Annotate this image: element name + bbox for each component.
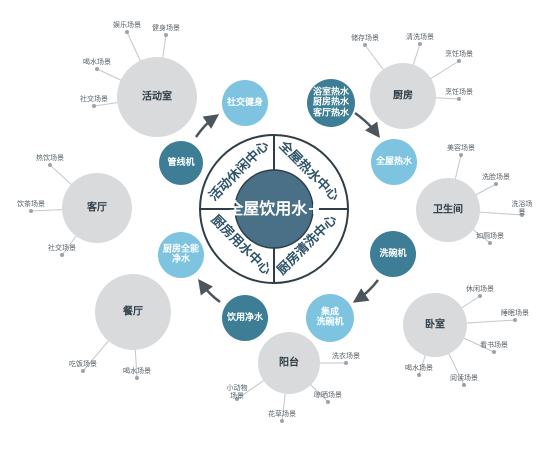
scene-dot [494,182,498,186]
scene-dot [457,59,461,63]
scene-dot [81,369,85,373]
room-label: 活动室 [142,91,172,103]
scene-label: 喝水场景 [405,363,433,372]
product-label: 浴室热水 厨房热水 客厅热水 [312,87,350,119]
scene-dot [459,153,463,157]
scene-dot [462,383,466,387]
product-label: 管线机 [167,157,195,168]
scene-dot [92,104,96,108]
room-bubble [403,293,467,357]
scene-label: 健身场景 [152,23,180,32]
scene-label: 烹饪场景 [445,87,473,96]
scene-label: 吃饭场景 [69,359,97,368]
ring-section-label: 厨房清洗中心 [274,212,341,279]
scene-dot [457,97,461,101]
flow-arrow [198,278,221,304]
scene-label: 洗脸场景 [482,172,510,181]
ring-section-label: 活动休闲中心 [206,138,273,205]
scene-dot [488,241,492,245]
room-bubble [258,332,320,394]
scene-label: 洗浴场景 [511,199,533,216]
room-bubble [95,274,171,350]
room-bubble [370,63,436,129]
scene-label: 如厕场景 [476,231,504,240]
flow-arrow [354,111,380,139]
scene-label: 看书场景 [480,340,508,349]
product-bubble [222,80,268,126]
product-label: 全屋热水 [375,156,413,167]
scene-label: 喝水场景 [83,57,111,66]
scene-dot [417,373,421,377]
room-label: 阳台 [279,357,299,369]
scene-label: 社交场景 [48,243,76,252]
scene-label: 休闲场景 [466,284,494,293]
scene-label: 清洗场景 [406,32,434,41]
room-bubble [62,173,132,243]
room-label: 卧室 [425,319,445,331]
product-label: 洗碗机 [379,248,407,259]
scene-label: 小动物 场景 [226,383,248,400]
room-label: 卫生间 [433,204,463,216]
room-bubble [416,178,480,242]
scene-dot [520,213,524,217]
scene-label: 储存场景 [351,33,379,42]
scene-label: 社交场景 [80,94,108,103]
scene-dot [60,253,64,257]
product-label: 集成 洗碗机 [316,307,344,328]
scene-label: 喝水场景 [123,366,151,375]
scene-label: 洗衣场景 [332,351,360,360]
room-label: 餐厅 [123,306,143,318]
scene-dot [492,350,496,354]
room-bubble [117,57,197,137]
scene-label: 睡眠场景 [501,308,529,317]
scene-label: 烹饪场景 [445,49,473,58]
product-bubble [306,294,354,342]
product-bubble [159,141,203,185]
ring-section-label: 厨房用水中心 [207,212,274,279]
scene-dot [326,400,330,404]
scene-dot [280,419,284,423]
scene-dot [29,209,33,213]
scene-label: 娱乐场景 [113,20,141,29]
scene-label: 饮茶场景 [17,199,45,208]
scene-dot [164,33,168,37]
scene-label: 晾晒场景 [314,390,342,399]
scene-dot [344,361,348,365]
scene-dot [513,318,517,322]
scene-label: 美容场景 [447,143,475,152]
scene-dot [363,43,367,47]
room-label: 厨房 [393,90,413,102]
scene-dot [125,30,129,34]
scene-label: 热饮场景 [36,153,64,162]
room-label: 客厅 [87,202,107,214]
scene-dot [478,294,482,298]
flow-arrow [352,279,379,303]
product-bubble [307,79,355,127]
scene-dot [418,42,422,46]
product-bubble [222,295,268,341]
scene-dot [95,67,99,71]
product-label: 厨房全能 净水 [162,244,200,265]
scene-dot [135,376,139,380]
product-label: 社交健身 [226,97,264,108]
scene-label: 花草场景 [268,409,296,418]
ring-section-label: 全屋热水中心 [275,138,342,205]
product-bubble [371,139,417,185]
center-label: 全屋饮用水+ [227,198,321,218]
flow-arrow [194,114,220,138]
scene-dot [48,163,52,167]
product-bubble [158,232,204,278]
scene-label: 阅读场景 [450,373,478,382]
product-label: 饮用净水 [226,312,264,323]
product-bubble [370,231,416,277]
scene-dot [235,397,239,401]
